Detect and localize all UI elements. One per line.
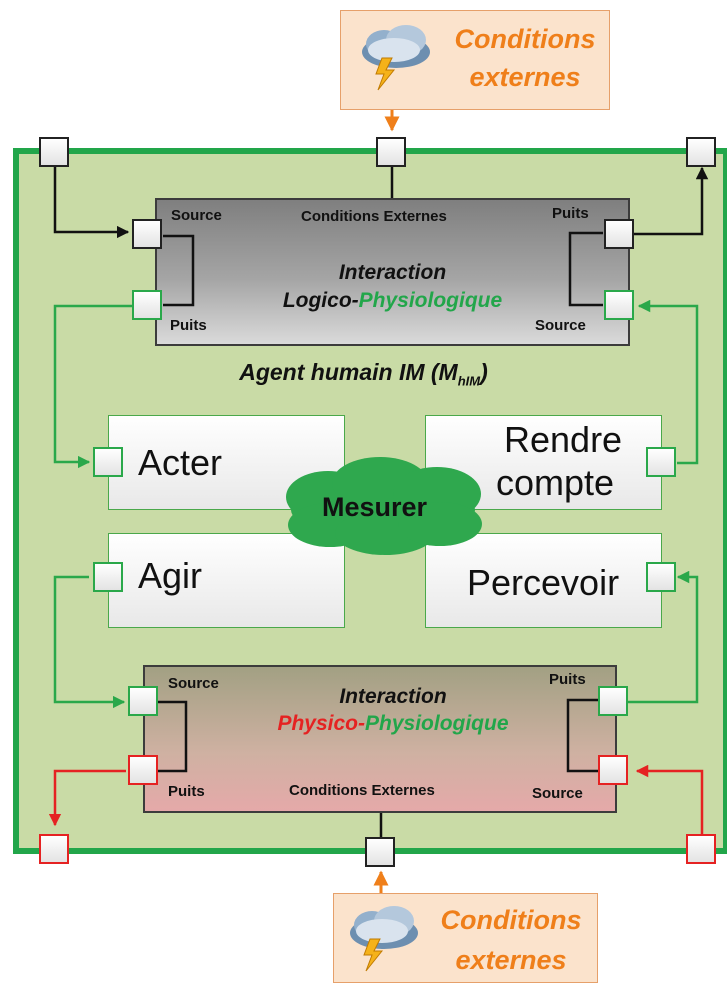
physico-label-source-left: Source (168, 675, 219, 692)
physico-label-source-right: Source (532, 785, 583, 802)
port-acter (93, 447, 123, 477)
percevoir-box (425, 533, 662, 628)
agent-title-main: Agent humain IM (M (239, 359, 458, 385)
port-top-center (376, 137, 406, 167)
port-physico-source-left (128, 686, 158, 716)
port-physico-source-right (598, 755, 628, 785)
logico-title-physio: Physiologique (358, 289, 503, 312)
physico-label-conditions: Conditions Externes (289, 782, 435, 799)
rendre-compte-line1: Rendre (504, 419, 623, 460)
physico-title-physico: Physico- (277, 712, 365, 735)
acter-label: Acter (138, 442, 223, 483)
logico-label-source-left: Source (171, 207, 222, 224)
physico-title-line1: Interaction (339, 685, 447, 708)
physico-title-physio: Physiologique (365, 712, 509, 735)
port-agir (93, 562, 123, 592)
port-physico-puits-left (128, 755, 158, 785)
port-logico-source-right (604, 290, 634, 320)
storm-cloud-icon (350, 906, 418, 972)
logico-label-source-right: Source (535, 317, 586, 334)
agent-title: Agent humain IM (MhIM) (0, 359, 727, 389)
agent-title-subscript: hIM (457, 373, 481, 389)
physico-label-puits-left: Puits (168, 783, 205, 800)
agir-box (108, 533, 345, 628)
mesurer-cloud (286, 457, 482, 555)
port-bottom-left (39, 834, 69, 864)
physico-title-line2: Physico-Physiologique (143, 711, 643, 737)
port-physico-puits-right (598, 686, 628, 716)
external-conditions-top-line2: externes (469, 62, 581, 92)
port-rendre-compte (646, 447, 676, 477)
logico-title-line2: Logico-Physiologique (155, 288, 630, 314)
agent-title-suffix: ) (480, 359, 488, 385)
port-logico-puits-left (132, 290, 162, 320)
logico-label-puits-right: Puits (552, 205, 589, 222)
mesurer-label: Mesurer (322, 492, 428, 522)
port-percevoir (646, 562, 676, 592)
percevoir-label: Percevoir (467, 562, 620, 603)
logico-title-line1: Interaction (338, 261, 447, 284)
agir-label: Agir (138, 555, 203, 596)
port-logico-puits-right (604, 219, 634, 249)
storm-cloud-icon (362, 25, 430, 91)
port-top-right (686, 137, 716, 167)
external-conditions-top-line1: Conditions (454, 24, 596, 54)
interaction-logico-box (155, 198, 630, 346)
logico-title-logico: Logico- (282, 289, 359, 312)
rendre-compte-line2: compte (496, 462, 615, 503)
interaction-physico-box (143, 665, 617, 813)
logico-label-puits-left: Puits (170, 317, 207, 334)
port-bottom-center (365, 837, 395, 867)
port-bottom-right (686, 834, 716, 864)
logico-label-conditions: Conditions Externes (301, 208, 447, 225)
physico-label-puits-right: Puits (549, 671, 586, 688)
external-conditions-bottom-line1: Conditions (440, 905, 582, 935)
port-logico-source-left (132, 219, 162, 249)
external-conditions-bottom-line2: externes (455, 945, 567, 975)
port-top-left (39, 137, 69, 167)
